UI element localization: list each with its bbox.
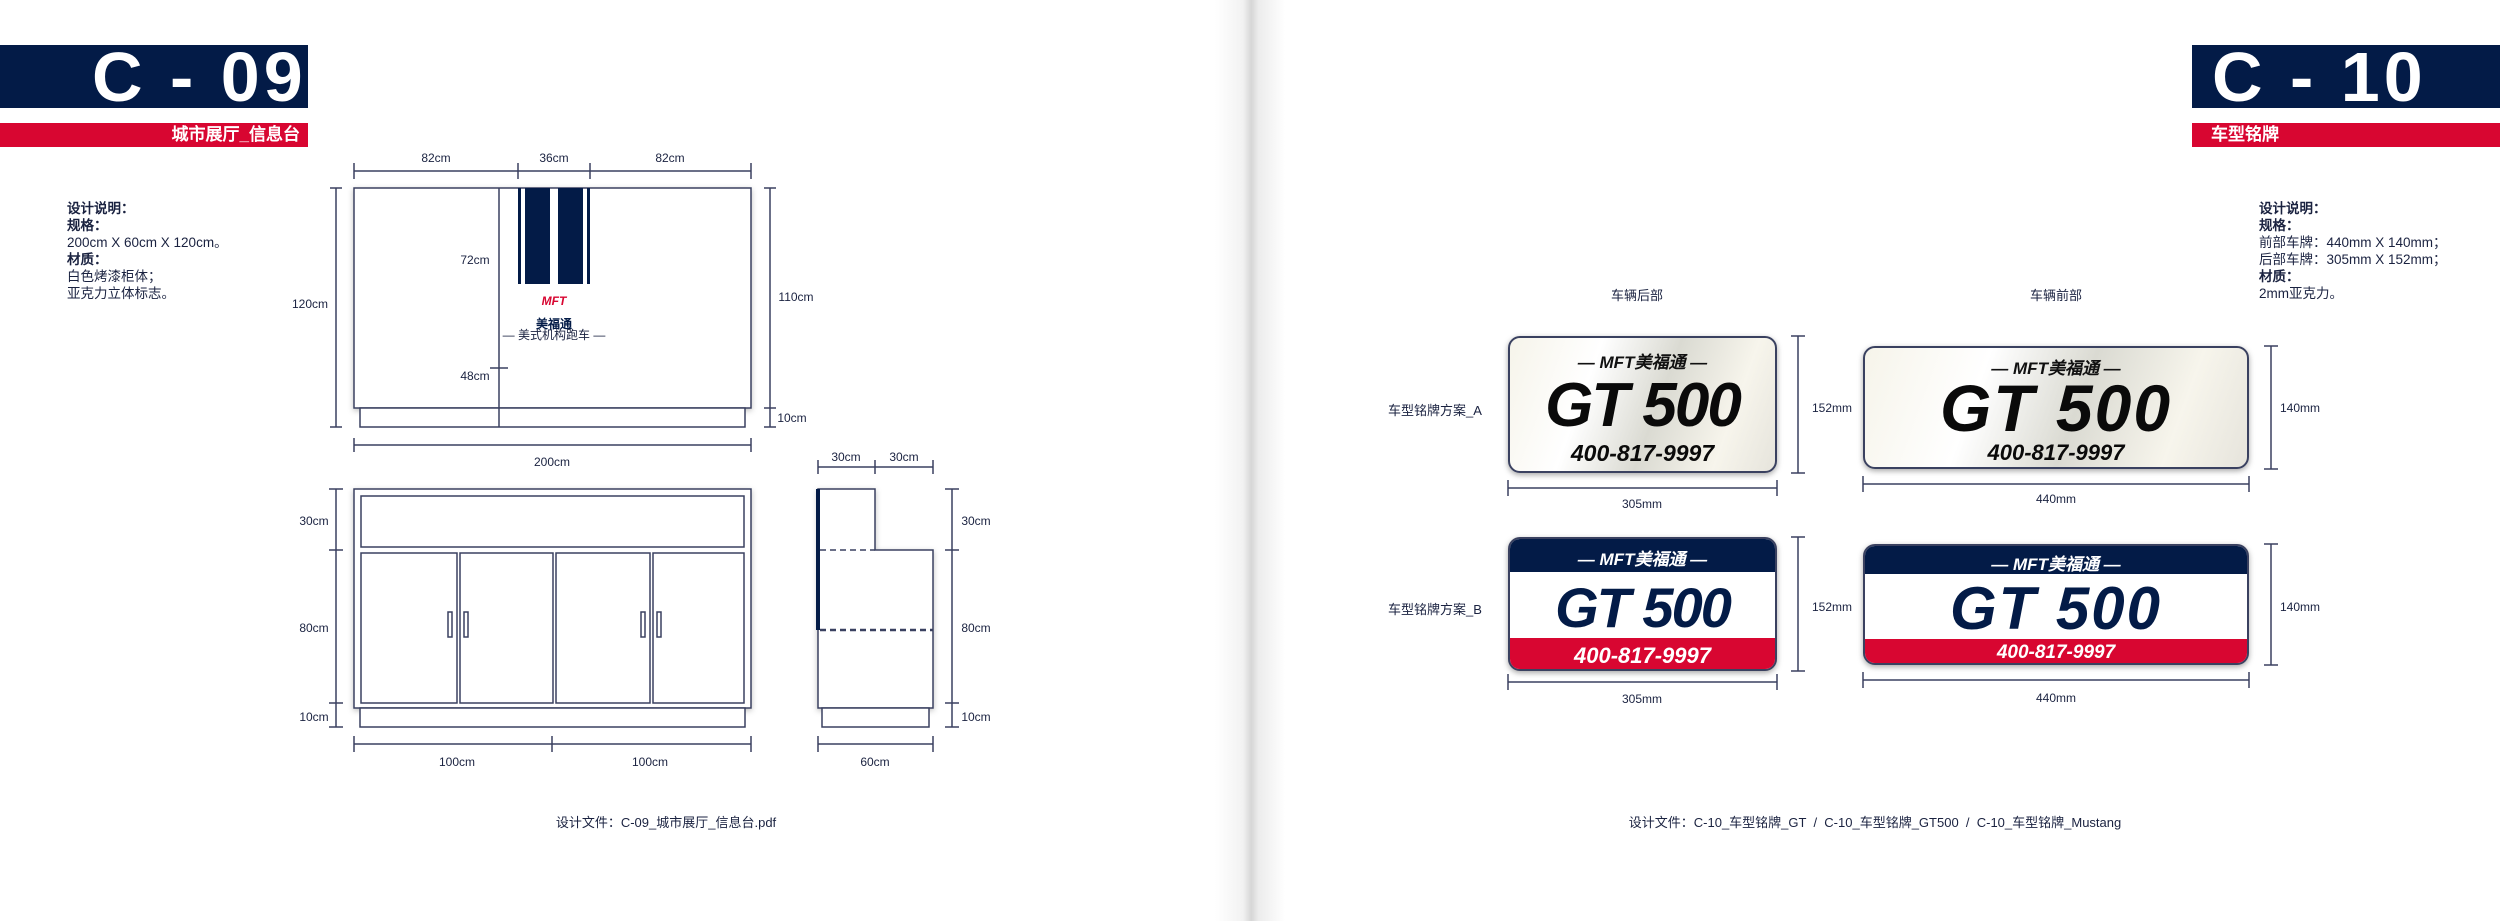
plate-dimension-lines: 152mm 140mm 305mm 440mm 152mm 140mm 305m… [1507,335,2320,706]
plate-phone: 400-817-9997 [1570,440,1715,466]
section-code: C - 09 [92,38,307,116]
row-label-b: 车型铭牌方案_B [1388,602,1482,617]
section-subtitle-bar [0,123,308,147]
plate-top-band [1865,546,2247,574]
section-header-bar [2192,45,2500,108]
dim-label: 110cm [778,290,813,304]
design-notes: 设计说明： 规格： 前部车牌：440mm X 140mm； 后部车牌：305mm… [2259,200,2447,302]
spec-rear: 后部车牌：305mm X 152mm； [2259,252,2447,267]
dim-label: 36cm [539,151,568,165]
dim-label: 82cm [655,151,684,165]
dim-label: 10cm [299,710,328,724]
plate-phone: 400-817-9997 [1573,643,1711,668]
plate-phone: 400-817-9997 [1987,440,2125,465]
dim-label: 10cm [777,411,806,425]
column-label-rear: 车辆后部 [1611,288,1664,303]
dim-label: 30cm [299,514,328,528]
dim-label: 80cm [961,621,990,635]
rear-elevation [353,488,752,728]
spec-front: 前部车牌：440mm X 140mm； [2259,235,2447,250]
material-label: 材质： [2259,269,2300,284]
plate-model: GT 500 [1949,575,2163,642]
dim-label: 120cm [292,297,328,311]
plate-b-rear: — MFT美福通 — GT 500 400-817-9997 [1508,537,1777,671]
dim-label: 305mm [1622,692,1662,706]
dim-label: 100cm [632,755,668,769]
dim-label: 100cm [439,755,475,769]
section-subtitle: 城市展厅_信息台 [171,125,300,144]
material-value-2: 亚克力立体标志。 [67,286,175,301]
dim-label: 80cm [299,621,328,635]
design-file-caption: 设计文件：C-09_城市展厅_信息台.pdf [555,815,777,830]
section-subtitle: 车型铭牌 [2211,125,2279,144]
dim-label: 440mm [2036,492,2076,506]
logo-stripes [518,188,590,284]
plate-top-band [1510,539,1775,572]
logo-cn: 美福通 [536,316,572,331]
info-desk-drawings: 82cm 36cm 82cm 120cm 110cm 10cm 72cm 48c… [292,151,991,769]
design-notes: 设计说明： 规格： 200cm X 60cm X 120cm。 材质： 白色烤漆… [67,200,228,302]
section-header-bar [0,45,308,108]
column-label-front: 车辆前部 [2030,288,2083,303]
logo-mft: MFT [542,294,568,308]
row-label-a: 车型铭牌方案_A [1388,403,1482,418]
dim-label: 152mm [1812,600,1852,614]
spec-value: 200cm X 60cm X 120cm。 [67,235,228,250]
plate-model: GT 500 [1545,371,1742,440]
spec-label: 规格： [2259,218,2300,233]
plate-bottom-band [1865,639,2247,663]
dim-label: 140mm [2280,401,2320,415]
dim-label: 60cm [860,755,889,769]
front-elevation [353,187,752,428]
plate-brand: — MFT美福通 — [1577,353,1708,372]
plate-model: GT 500 [1555,576,1732,639]
dim-label: 30cm [831,450,860,464]
plate-brand: — MFT美福通 — [1991,359,2121,378]
plate-model: GT 500 [1939,371,2173,445]
dim-label: 140mm [2280,600,2320,614]
dim-label: 200cm [534,455,570,469]
dim-label: 10cm [961,710,990,724]
plate-brand: — MFT美福通 — [1577,550,1708,569]
logo-tagline: — 美式机构跑车 — [503,327,606,342]
dim-label: 72cm [460,253,489,267]
material-value: 2mm亚克力。 [2259,286,2343,301]
dim-label: 440mm [2036,691,2076,705]
dim-label: 30cm [961,514,990,528]
design-file-caption: 设计文件：C-10_车型铭牌_GT / C-10_车型铭牌_GT500 / C-… [1628,815,2122,830]
dim-label: 82cm [421,151,450,165]
dim-label: 48cm [460,369,489,383]
plate-phone: 400-817-9997 [1996,642,2116,663]
side-elevation [816,488,934,728]
notes-heading: 设计说明： [2259,201,2327,216]
notes-heading: 设计说明： [67,201,135,216]
dim-label: 305mm [1622,497,1662,511]
page-gutter [1215,0,1285,921]
dim-label: 30cm [889,450,918,464]
section-code: C - 10 [2212,38,2427,116]
plate-brand: — MFT美福通 — [1991,555,2121,574]
section-subtitle-bar [2192,123,2500,147]
spec-label: 规格： [67,218,108,233]
plate-a-rear: — MFT美福通 — GT 500 400-817-9997 [1508,336,1777,473]
plate-b-front: — MFT美福通 — GT 500 400-817-9997 [1863,544,2249,665]
plate-a-front: — MFT美福通 — GT 500 400-817-9997 [1863,346,2249,469]
material-value-1: 白色烤漆柜体； [67,269,162,284]
material-label: 材质： [67,252,108,267]
dim-label: 152mm [1812,401,1852,415]
plate-bottom-band [1510,638,1775,669]
